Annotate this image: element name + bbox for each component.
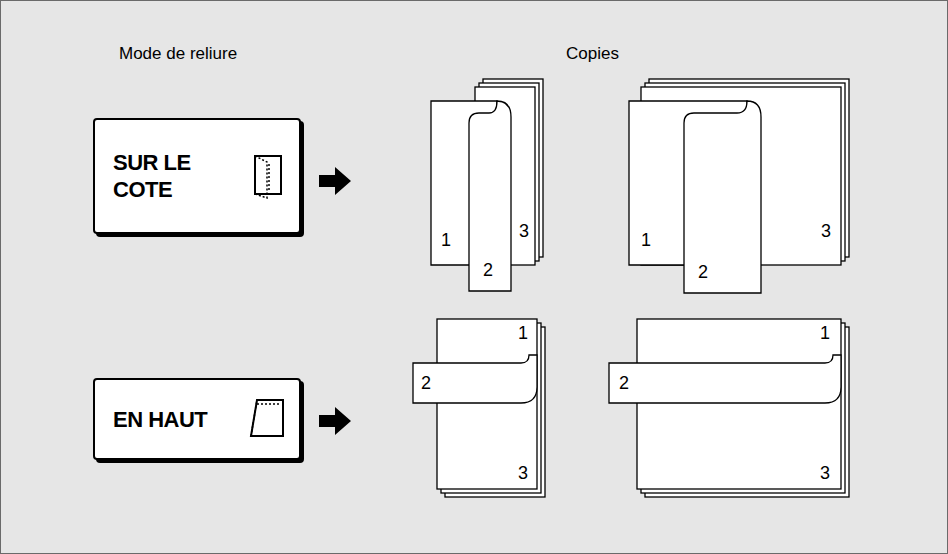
binding-icon — [245, 150, 289, 200]
page-number: 2 — [483, 260, 493, 281]
page-sheet — [637, 319, 841, 489]
page-number: 3 — [820, 463, 830, 484]
arrow-symbol — [319, 167, 351, 195]
column-heading: Mode de reliure — [119, 44, 237, 64]
arrows — [319, 167, 351, 435]
folded-page — [469, 101, 511, 291]
page-number: 1 — [518, 323, 528, 344]
mode-button: SUR LE COTE — [93, 118, 301, 234]
top-portrait-copies — [413, 319, 545, 497]
page-number: 2 — [421, 373, 431, 394]
page-sheet — [437, 319, 537, 489]
page-number: 1 — [441, 230, 451, 251]
page-number: 2 — [698, 262, 708, 283]
page-number: 1 — [641, 230, 651, 251]
column-heading: Copies — [566, 44, 619, 64]
folded-page — [684, 101, 761, 293]
icon-detail — [255, 156, 269, 198]
arrow-symbol — [319, 407, 351, 435]
page-number: 2 — [619, 373, 629, 394]
page-number: 3 — [519, 221, 529, 242]
page-number: 3 — [518, 463, 528, 484]
icon-detail — [251, 400, 281, 436]
binding-icon — [245, 396, 289, 446]
folded-page — [609, 355, 841, 403]
button-label: EN HAUT — [113, 406, 213, 433]
top-landscape-copies — [609, 319, 849, 497]
button-label: SUR LE COTE — [113, 149, 213, 203]
page-number: 1 — [820, 323, 830, 344]
folded-page — [413, 355, 537, 403]
icon-outline — [251, 400, 283, 436]
page-number: 3 — [821, 221, 831, 242]
side-landscape-copies — [629, 79, 849, 293]
icon-outline — [255, 156, 281, 194]
mode-button: EN HAUT — [93, 378, 301, 460]
side-portrait-copies — [431, 79, 543, 291]
